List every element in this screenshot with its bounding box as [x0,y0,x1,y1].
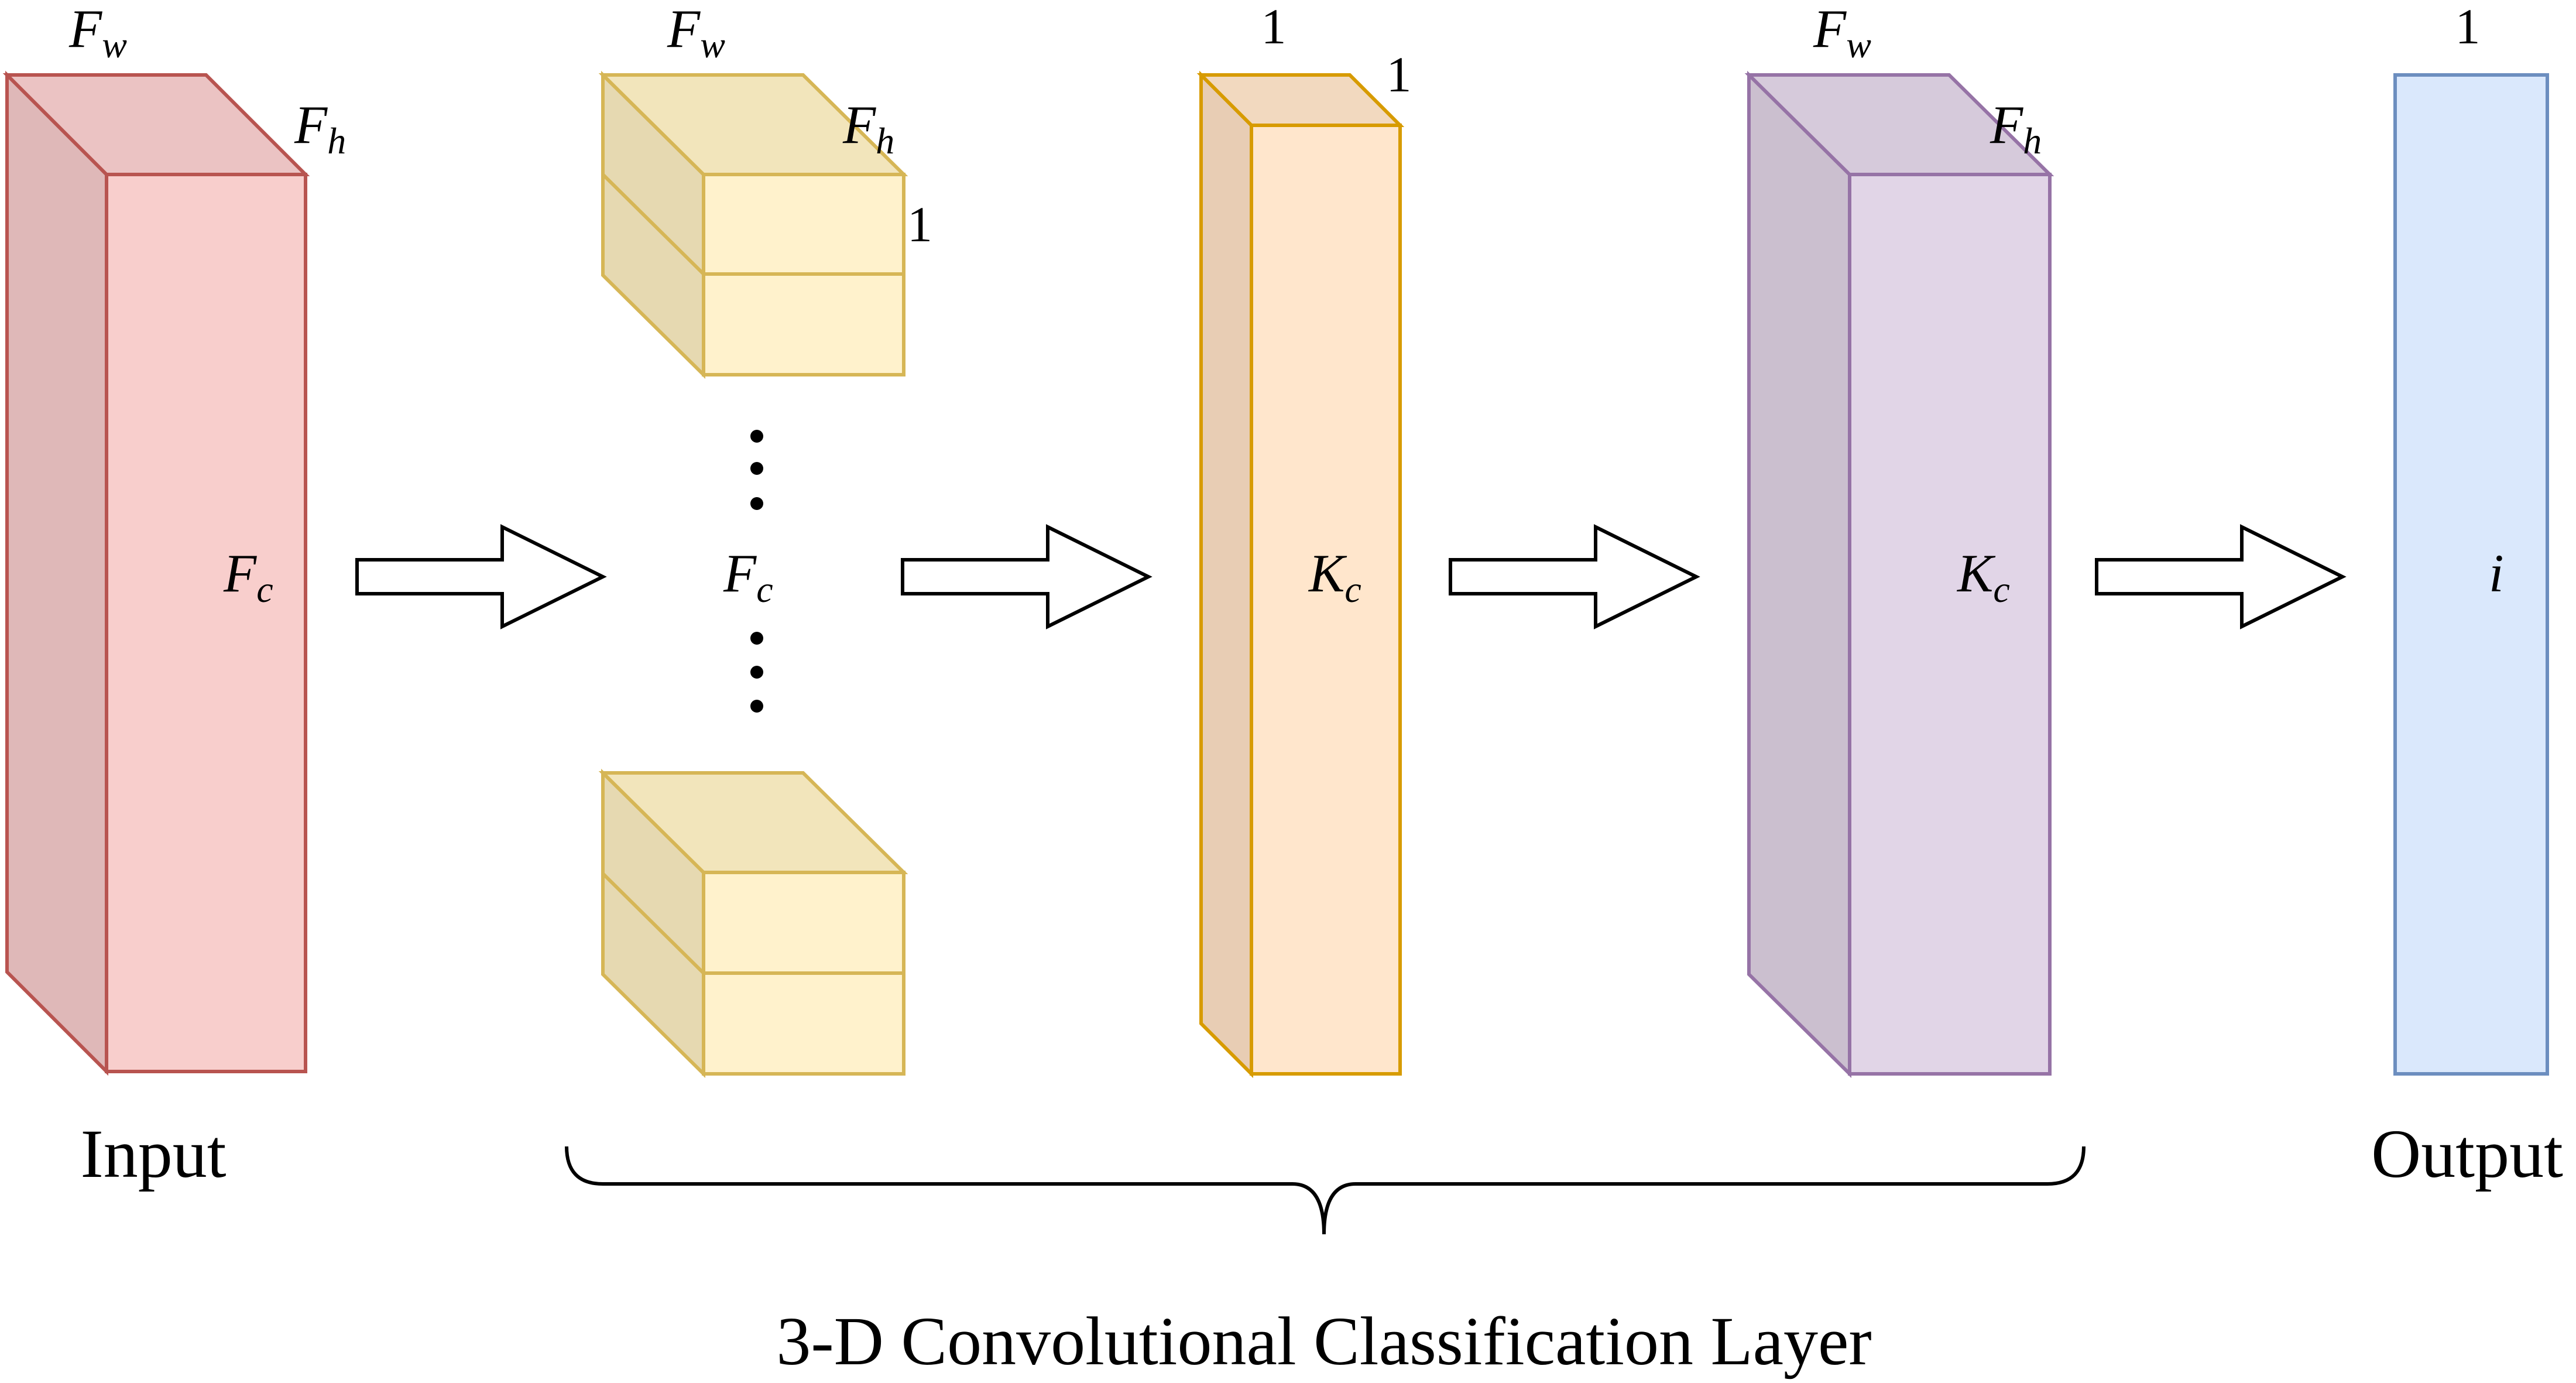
conv-output-side-face [1199,70,1253,1079]
feature-map-channel-label: Kc [1956,543,2010,610]
kernel-top [598,70,908,379]
dot [750,666,763,679]
input-width-label: Fw [68,0,127,66]
conv-output-width-label: 1 [1261,0,1287,54]
input-front-face [105,173,307,1073]
input-height-label: Fh [294,95,346,162]
output-class-label: i [2489,543,2504,603]
kernel-top-front-lower [702,272,905,376]
conv-output-front-face [1250,124,1402,1076]
kernel-bottom [598,768,908,1079]
kernel-width-label: Fw [667,0,725,66]
layer-brace [565,1146,2086,1235]
input-caption: Input [80,1115,226,1192]
kernel-height-label: Fh [842,95,894,162]
dot [750,632,763,645]
feature-map-height-label: Fh [1990,95,2042,162]
kernel-ellipsis-upper [750,430,763,510]
feature-map-width-label: Fw [1813,0,1871,66]
arrow-3 [1449,524,1700,629]
input-block [2,70,310,1076]
kernel-top-side-divider [601,173,705,276]
dot [750,497,763,510]
arrow-1 [355,524,607,629]
kernel-bottom-front-lower [702,971,905,1076]
dot [750,462,763,475]
kernel-ellipsis-lower [750,632,763,713]
output-block [2393,73,2549,1076]
input-side-face [5,70,108,1076]
output-caption: Output [2371,1115,2563,1192]
arrow-2 [901,524,1152,629]
arrow-4 [2095,524,2347,629]
kernel-top-front-upper [702,173,905,276]
dot [750,700,763,713]
dot [750,430,763,443]
kernel-bottom-front-upper [702,871,905,975]
feature-map-front-face [1848,173,2052,1076]
conv-output-block [1196,70,1405,1079]
conv-output-height-label: 1 [1387,46,1412,102]
kernel-bottom-side-divider [601,872,705,975]
feature-map-block [1744,70,2054,1079]
layer-caption: 3-D Convolutional Classification Layer [776,1303,1871,1379]
kernel-depth-label: 1 [907,196,932,252]
kernel-count-label: Fc [723,543,773,610]
feature-map-side-face [1747,70,1851,1079]
input-channel-label: Fc [223,543,273,610]
output-width-label: 1 [2455,0,2481,54]
conv-output-channel-label: Kc [1308,543,1361,610]
